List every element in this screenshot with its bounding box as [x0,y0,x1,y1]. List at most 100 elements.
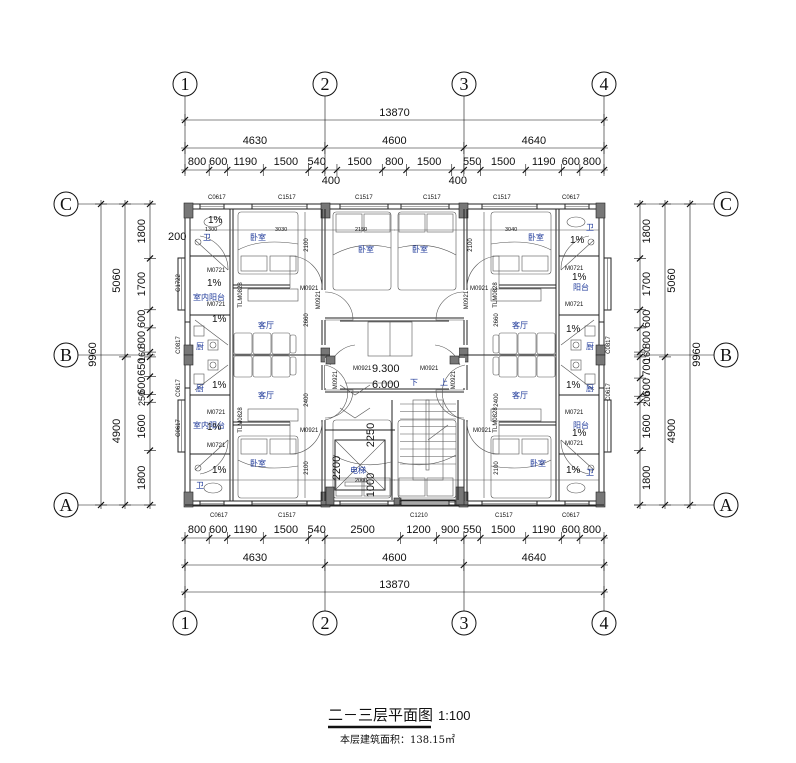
window-code: C1517 [495,513,513,519]
dimension-label: 1800 [641,219,653,243]
axis-label: 3 [460,74,469,94]
room-label-kitchen: 厨 [196,384,204,393]
dimension-label: 1700 [641,272,653,296]
room-label-kitchen: 厨 [196,342,204,351]
dimension-label: 900 [441,524,459,536]
rotated-label: 2100 [304,461,310,475]
window-code: C1517 [278,195,296,201]
room-label-living: 客厅 [258,390,274,400]
rotated-label: M0921 [333,370,339,389]
dimension-label: 1500 [491,156,515,168]
rotated-label: TLM0828 [493,282,499,308]
dimension-label: 4900 [666,419,678,443]
axis-bubble [53,492,79,518]
door-code: M0721 [565,410,584,416]
dimension-label: 9960 [691,342,703,366]
rotated-label: C1722 [176,274,182,292]
rotated-label: 2200 [331,456,343,480]
dimension-label: 600 [641,310,653,328]
dimension-label: 800 [188,524,206,536]
axis-label: 1 [181,74,190,94]
room-label-living: 客厅 [258,320,274,330]
axis-bubble [713,492,739,518]
rotated-label: 2660 [304,313,310,327]
slope-label: 1% [566,465,581,476]
room-label-bedroom: 卧室 [250,232,266,242]
dimension-label: 600 [562,156,580,168]
door-code: M0721 [207,443,226,449]
dimension-label: 2500 [350,524,374,536]
room-label-bedroom: 卧室 [530,458,546,468]
door-code: M0721 [207,302,226,308]
inner-dimension: 2000 [355,478,367,484]
dimension-label: 5060 [111,268,123,292]
rotated-label: M0921 [316,290,322,309]
room-label-indoor-balcony: 室内阳台 [193,292,225,302]
dimension-label: 800 [188,156,206,168]
axis-bubble [713,342,739,368]
dimension-label: 1600 [136,414,148,438]
axis-bubble [591,610,617,636]
axis-label: C [60,194,72,214]
window-code: C1517 [278,513,296,519]
rotated-label: 1000 [365,473,377,497]
slope-label: 1% [566,324,581,335]
window-code: C0617 [562,195,580,201]
rotated-label: TLM0828 [238,282,244,308]
dimension-label: 4600 [382,552,406,564]
slope-label: 1% [207,278,222,289]
room-labels: 卧室卧室卧室卧室卧室卧室客厅客厅客厅客厅厨厨厨厨卫卫卫卫室内阳台室内阳台阳台阳台… [168,195,612,519]
axis-label: 3 [460,613,469,633]
central-core [185,321,604,507]
rotated-label: M0921 [464,290,470,309]
rotated-label: 2400 [494,393,500,407]
dimension-label: 700 [641,358,653,376]
dimension-label: 550 [463,156,481,168]
axis-label: B [720,345,732,365]
dimension-label: 4640 [522,135,546,147]
axis-bubble [53,342,79,368]
rotated-label: TLM0828 [238,407,244,433]
dimension-label: 160 [642,347,652,362]
axis-bubble [451,71,477,97]
window-code: C1210 [410,513,428,519]
dimension-label: 1800 [136,219,148,243]
rotated-label: C0817 [176,336,182,354]
dimension-label: 800 [583,156,601,168]
door-code: M0721 [207,410,226,416]
window-code: C0617 [562,513,580,519]
door-code: M0921 [300,286,319,292]
axis-label: 4 [600,74,609,94]
inner-dimension: 3040 [505,227,517,233]
dimension-label: 1700 [136,272,148,296]
dimension-label: 800 [385,156,403,168]
axis-label: A [720,495,733,515]
slope-label: 1% [207,422,222,433]
dimension-label: 9960 [87,342,99,366]
room-label-living: 客厅 [512,390,528,400]
axis-label: 2 [321,613,330,633]
axis-bubble [312,71,338,97]
rotated-label: C0817 [606,336,612,354]
dimension-label: 1190 [532,524,556,536]
slope-label: 1% [570,235,585,246]
rotated-label: C0617 [176,379,182,397]
rotated-label: C0617 [176,419,182,437]
dimension-label: 160 [137,347,147,362]
dimension-label: 4600 [382,135,406,147]
room-label-bedroom: 卧室 [358,244,374,254]
slope-label: 1% [572,272,587,283]
room-label-bedroom: 卧室 [250,458,266,468]
door-code: M0721 [565,441,584,447]
dimension-label: 650 [136,358,148,376]
room-label-balcony: 阳台 [573,282,589,292]
drawing-title: 二－三层平面图 1:100 本层建筑面积：138.15㎡ [328,706,471,746]
slope-label: 1% [566,380,581,391]
axis-bubble [451,610,477,636]
door-code: M0721 [565,266,584,272]
dimension-label: 600 [562,524,580,536]
room-label-bedroom: 卧室 [412,244,428,254]
dimension-label: 4630 [243,552,267,564]
dimension-label: 1190 [532,156,556,168]
